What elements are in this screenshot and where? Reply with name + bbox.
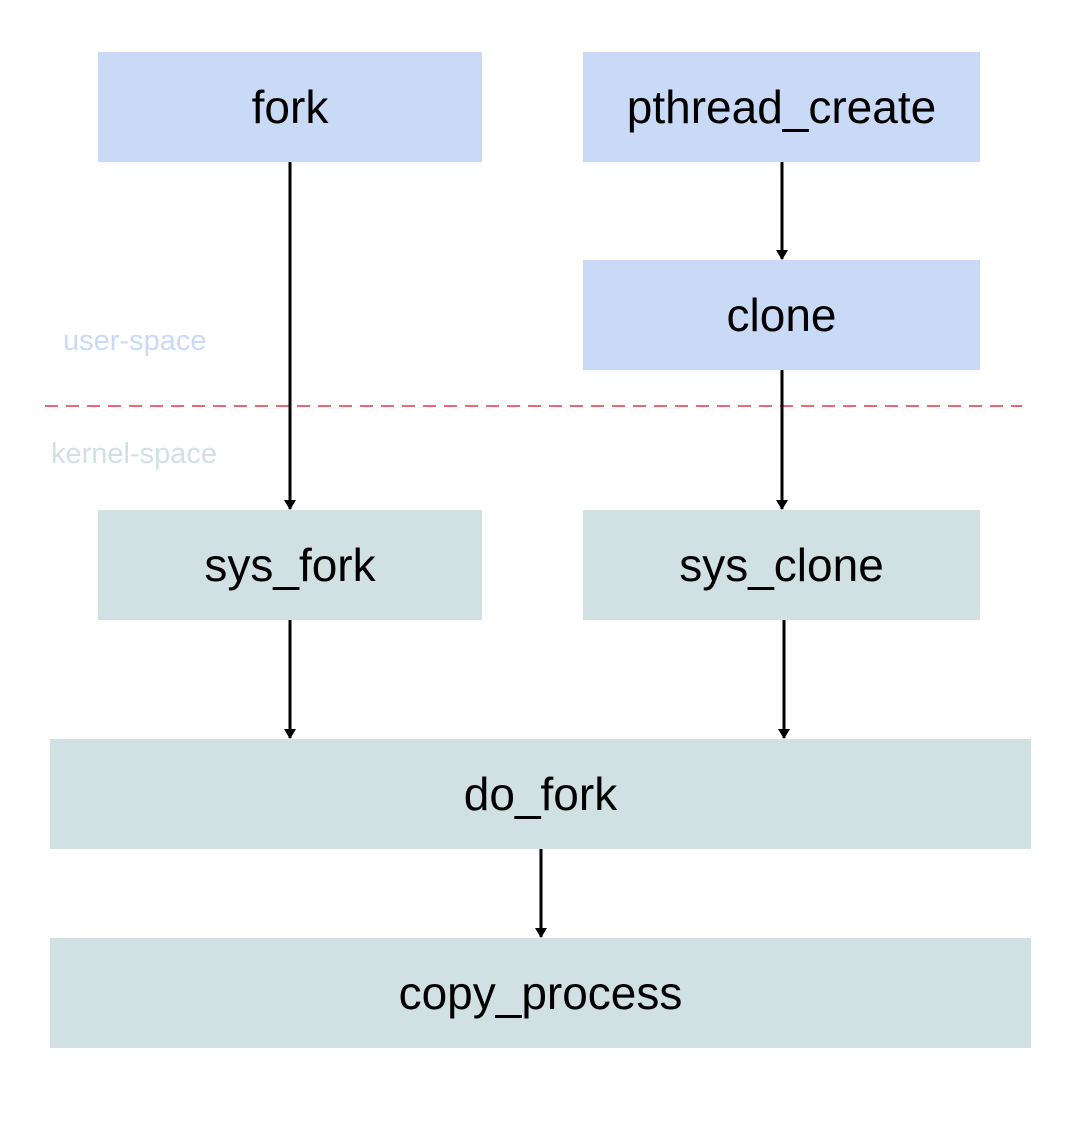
sys-clone-node: sys_clone (583, 510, 980, 620)
pthread-create-node: pthread_create (583, 52, 980, 162)
edge-layer (284, 162, 790, 938)
clone-node: clone (583, 260, 980, 370)
do-fork-node: do_fork (50, 739, 1031, 849)
user-space-label: user-space (63, 325, 207, 357)
copy-process-node: copy_process (50, 938, 1031, 1048)
fork-node: fork (98, 52, 482, 162)
kernel-space-label: kernel-space (51, 438, 218, 470)
sys-fork-node: sys_fork (98, 510, 482, 620)
